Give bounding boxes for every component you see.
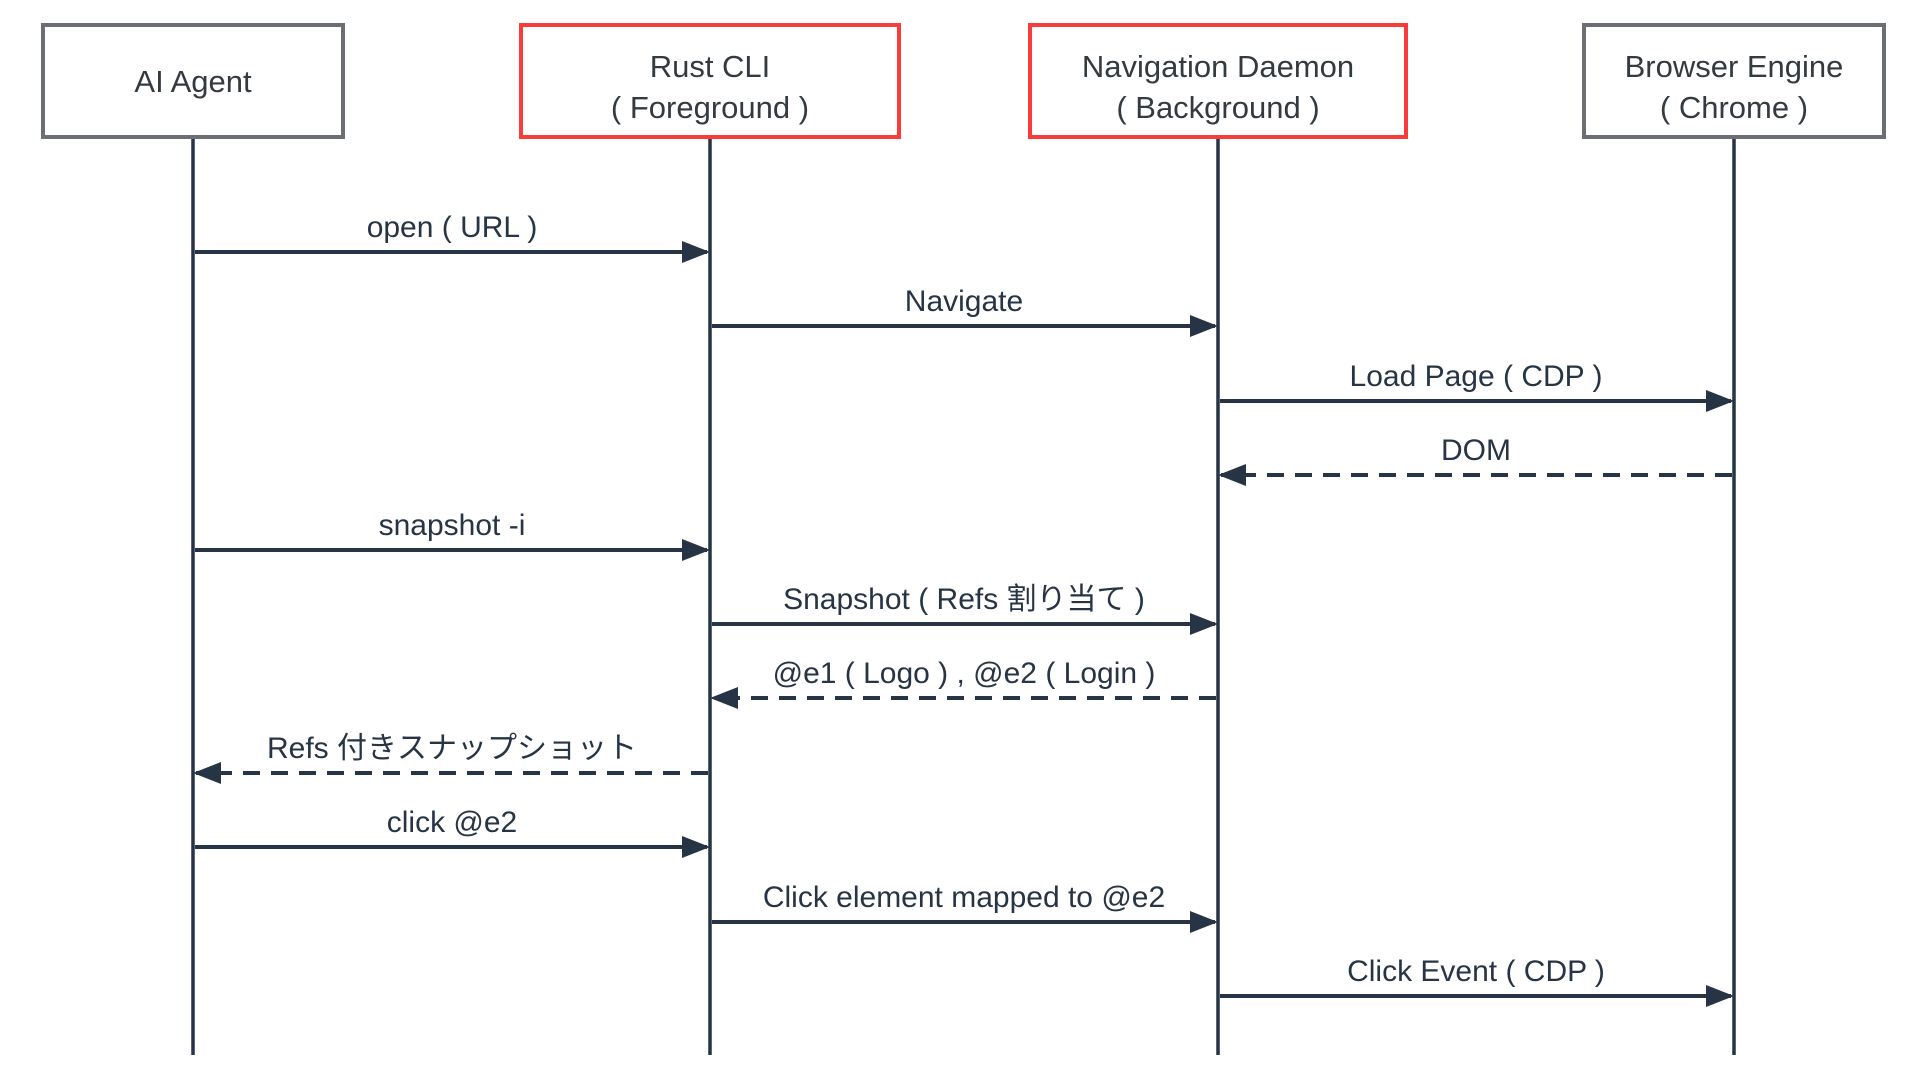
message-label: open ( URL ) [367, 211, 538, 244]
lifelines [191, 139, 1736, 1055]
message-open-url: open ( URL ) [195, 211, 710, 263]
participant-subtitle-browser-engine: ( Chrome ) [1660, 90, 1808, 125]
participant-box-browser-engine [1582, 23, 1886, 139]
message-navigate: Navigate [712, 285, 1218, 337]
participant-box-navigation-daemon [1028, 23, 1408, 139]
message-click-event-cdp: Click Event ( CDP ) [1220, 955, 1734, 1007]
message-refs-snapshot-return: Refs 付きスナップショット [193, 732, 708, 784]
participant-browser-engine: Browser Engine ( Chrome ) [1582, 23, 1886, 139]
participant-navigation-daemon: Navigation Daemon ( Background ) [1028, 23, 1408, 139]
participant-box-rust-cli [519, 23, 901, 139]
participant-name-ai-agent: AI Agent [134, 64, 252, 99]
message-load-page-cdp: Load Page ( CDP ) [1220, 360, 1734, 412]
participant-box-ai-agent [41, 23, 345, 139]
participant-rust-cli: Rust CLI ( Foreground ) [519, 23, 901, 139]
message-snapshot-i: snapshot -i [195, 509, 710, 561]
message-label: Click Event ( CDP ) [1347, 955, 1605, 988]
message-label: Load Page ( CDP ) [1350, 360, 1603, 393]
message-click-e2: click @e2 [195, 806, 710, 858]
participant-name-browser-engine: Browser Engine [1625, 49, 1844, 84]
participant-subtitle-rust-cli: ( Foreground ) [611, 90, 809, 125]
message-label: DOM [1441, 434, 1511, 467]
message-label: click @e2 [387, 806, 518, 839]
participant-name-rust-cli: Rust CLI [650, 49, 771, 84]
message-label: Click element mapped to @e2 [763, 881, 1165, 914]
participant-ai-agent: AI Agent [41, 23, 345, 139]
message-label: Refs 付きスナップショット [267, 732, 637, 765]
message-click-element-mapped: Click element mapped to @e2 [712, 881, 1218, 933]
message-dom: DOM [1218, 434, 1732, 486]
message-e1-logo-e2-login: @e1 ( Logo ) , @e2 ( Login ) [710, 657, 1216, 709]
participant-name-navigation-daemon: Navigation Daemon [1082, 49, 1354, 84]
message-snapshot-refs-assign: Snapshot ( Refs 割り当て ) [712, 583, 1218, 635]
message-label: @e1 ( Logo ) , @e2 ( Login ) [773, 657, 1156, 690]
participant-subtitle-navigation-daemon: ( Background ) [1116, 90, 1319, 125]
message-label: Navigate [905, 285, 1023, 318]
message-label: snapshot -i [379, 509, 526, 542]
message-label: Snapshot ( Refs 割り当て ) [783, 583, 1145, 616]
